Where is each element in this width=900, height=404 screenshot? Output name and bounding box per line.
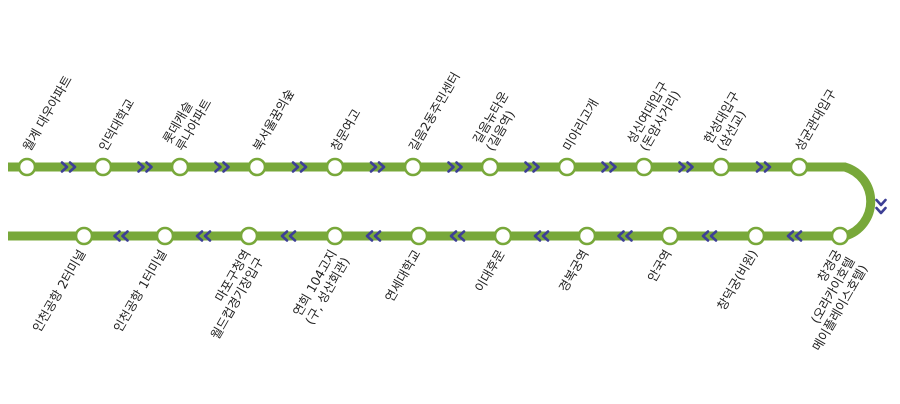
- station-marker-miari: [557, 157, 577, 177]
- station-label-hansung: 한성대입구(삼선교): [701, 89, 756, 154]
- station-marker-gireum2: [403, 157, 423, 177]
- station-marker-wolgye: [17, 157, 37, 177]
- station-label-changgyeong: 창경궁(오라카이호텔메이플레이스호텔): [783, 247, 870, 353]
- station-marker-lotte-castle: [170, 157, 190, 177]
- station-marker-skku: [789, 157, 809, 177]
- station-label-lotte-castle: 롯데캐슬루나아파트: [160, 89, 215, 154]
- uturn-arrow-icon: [875, 198, 887, 215]
- stations: [17, 157, 850, 246]
- direction-arrow-icon: [280, 230, 297, 242]
- direction-arrow-icon: [195, 230, 212, 242]
- direction-arrow-icon: [60, 161, 77, 173]
- direction-arrow-icon: [601, 161, 617, 173]
- direction-arrow-icon: [447, 161, 463, 173]
- direction-arrow-icon: [291, 161, 308, 173]
- station-label-gireum2: 길음2동주민센터: [406, 69, 463, 153]
- station-label-wolgye: 월계 대우아파트: [20, 73, 75, 154]
- direction-arrow-icon: [214, 161, 230, 173]
- station-label-ewha: 이대후문: [472, 247, 508, 294]
- station-label-incheon-t1: 인천공항 1터미널: [110, 247, 169, 335]
- direction-arrow-icon: [678, 161, 694, 173]
- station-marker-ewha: [493, 226, 513, 246]
- station-marker-yeonhui104: [325, 226, 345, 246]
- direction-arrow-icon: [701, 230, 718, 242]
- station-marker-changgyeong: [830, 226, 850, 246]
- station-marker-incheon-t2: [74, 226, 94, 246]
- station-marker-yonsei: [409, 226, 429, 246]
- station-label-cheongmun-hs: 창문여고: [328, 106, 364, 153]
- station-marker-gireum-newtown: [480, 157, 500, 177]
- station-marker-bukseoul-forest: [247, 157, 267, 177]
- station-label-yonsei: 연세대학교: [382, 247, 424, 304]
- direction-arrow-icon: [449, 230, 466, 242]
- station-label-inducollege: 인덕대학교: [96, 96, 138, 153]
- station-label-changdeok: 창덕궁(비원): [714, 247, 761, 313]
- direction-arrow-icon: [524, 161, 540, 173]
- station-label-yeonhui104: 연희 104고지(구, 성산회관): [289, 247, 353, 327]
- direction-arrow-icon: [786, 230, 803, 242]
- station-marker-inducollege: [93, 157, 113, 177]
- station-label-incheon-t2: 인천공항 2터미널: [29, 247, 88, 335]
- station-marker-incheon-t1: [155, 226, 175, 246]
- direction-arrow-icon: [755, 161, 772, 173]
- station-marker-changdeok: [746, 226, 766, 246]
- direction-arrow-icon: [365, 230, 382, 242]
- station-label-gyeongbok: 경복궁역: [556, 247, 592, 294]
- station-label-miari: 미아리고개: [560, 96, 602, 153]
- route-line: [8, 162, 876, 241]
- station-marker-sungshin: [634, 157, 654, 177]
- station-labels: 월계 대우아파트 인덕대학교 롯데캐슬루나아파트 북서울꿈의숲 창문여고 길음2동주민센터…: [20, 69, 871, 353]
- station-label-skku: 성균관대입구: [792, 86, 839, 153]
- station-label-mapo: 마포구청역월드컵경기장입구: [195, 247, 267, 342]
- station-marker-gyeongbok: [577, 226, 597, 246]
- direction-arrow-icon: [617, 230, 633, 242]
- direction-arrow-icon: [137, 161, 153, 173]
- station-label-anguk: 안국역: [644, 247, 674, 284]
- direction-arrow-icon: [369, 161, 386, 173]
- station-marker-anguk: [660, 226, 680, 246]
- direction-arrow-icon: [113, 230, 129, 242]
- station-label-sungshin: 성신여대입구(돈암사거리): [624, 79, 684, 154]
- station-label-gireum-newtown: 길음뉴타운(길음역): [470, 89, 525, 154]
- station-label-bukseoul-forest: 북서울꿈의숲: [250, 86, 297, 153]
- direction-arrow-icon: [533, 230, 550, 242]
- station-marker-cheongmun-hs: [325, 157, 345, 177]
- station-marker-mapo: [239, 226, 259, 246]
- direction-arrows: [60, 161, 887, 242]
- station-marker-hansung: [711, 157, 731, 177]
